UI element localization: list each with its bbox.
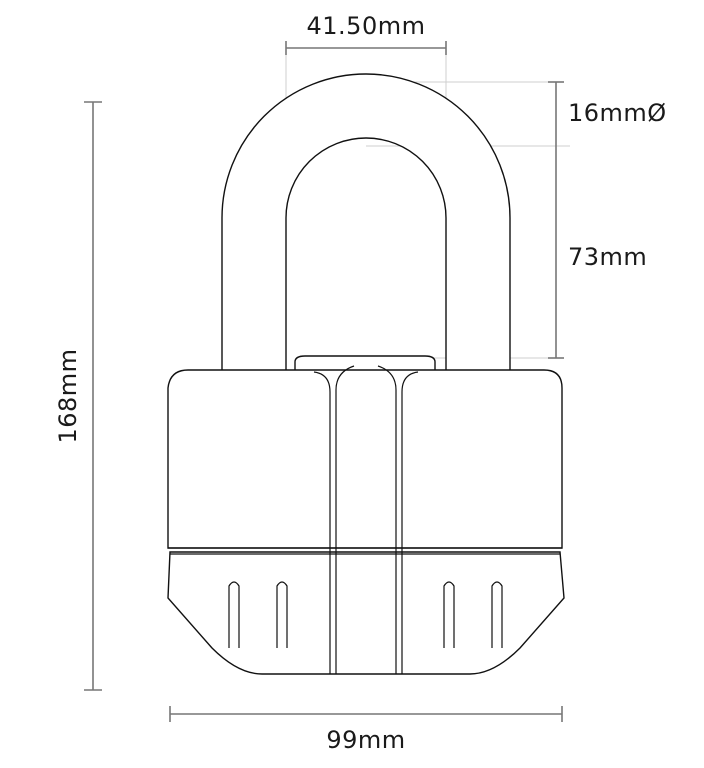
bumper-ribs	[228, 581, 503, 648]
lock-body	[167, 369, 563, 549]
bumper-rib	[228, 581, 240, 648]
key-column-inner-right	[377, 365, 397, 674]
dimension-shackle-inner-width: 41.50mm	[285, 12, 447, 55]
key-column-left	[313, 371, 331, 674]
key-column-inner-left	[335, 365, 355, 674]
dimension-label-41-50mm: 41.50mm	[307, 12, 426, 40]
dimension-label-16mm-diameter: 16mmØ	[568, 99, 667, 127]
shackle	[221, 73, 511, 373]
dimension-body-width: 99mm	[169, 706, 563, 754]
bumper-rib	[443, 581, 455, 648]
lock-center-cap	[294, 355, 436, 373]
dimension-label-99mm: 99mm	[326, 726, 405, 754]
dimension-total-height: 168mm	[54, 101, 102, 691]
dimension-label-73mm: 73mm	[568, 243, 647, 271]
padlock	[167, 73, 565, 675]
dimension-shackle-right: 16mmØ 73mm	[548, 81, 667, 359]
bumper-rib	[491, 581, 503, 648]
key-column-right	[401, 371, 419, 674]
lock-bottom-bumper	[167, 551, 565, 675]
dimension-label-168mm: 168mm	[54, 348, 82, 443]
bumper-rib	[276, 581, 288, 648]
